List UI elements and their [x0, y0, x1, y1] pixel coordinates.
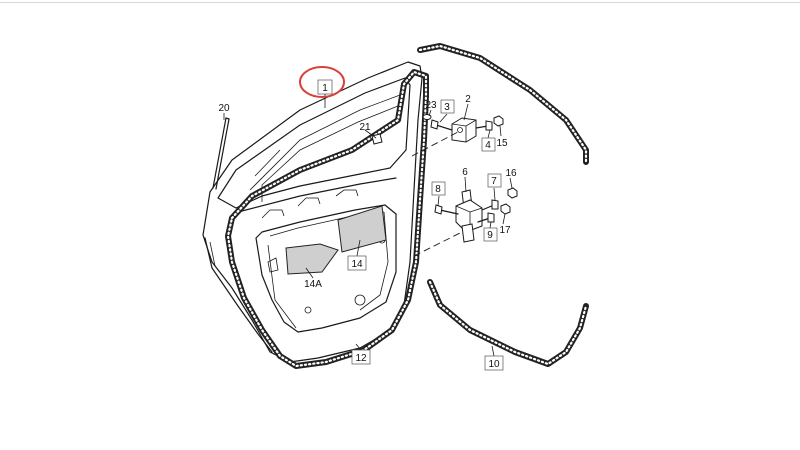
callout-nut-lower-top: 16: [505, 168, 517, 179]
label-plug: 23: [425, 100, 437, 111]
callout-trim-strip: 20: [218, 103, 230, 114]
callout-sound-pad-a: 14A: [304, 279, 322, 290]
callout-bolt-upper: 3: [440, 99, 455, 114]
sound-pad-a: [285, 243, 339, 275]
callout-plug: 23: [425, 100, 437, 111]
leader-lines: [223, 94, 513, 357]
sound-pads: [285, 205, 387, 275]
label-bolt-upper: 3: [444, 102, 450, 113]
callout-clip: 21: [359, 122, 371, 133]
label-bolt-lower-right: 7: [491, 176, 497, 187]
callout-nut-lower: 17: [499, 225, 511, 236]
clip: [371, 133, 383, 145]
label-clip: 21: [359, 122, 371, 133]
callout-body-seal: 10: [484, 355, 504, 371]
callout-bolt-lower-front: 9: [483, 227, 498, 242]
highlight-circle: [299, 66, 345, 98]
callout-bolt-lower-right: 7: [487, 173, 502, 188]
trim-strip: [212, 117, 230, 190]
label-hinge-lower: 6: [462, 167, 468, 178]
label-trim-strip: 20: [218, 103, 230, 114]
alignment-lines: [411, 131, 463, 257]
body-seal: [417, 43, 589, 367]
callout-hinge-upper: 2: [465, 94, 471, 105]
label-bolt-upper-right: 4: [485, 140, 491, 151]
label-door-panel: 1: [322, 83, 328, 94]
callout-bolt-lower-left: 8: [431, 181, 446, 196]
top-border-line: [0, 2, 800, 3]
label-sound-pad: 14: [351, 259, 363, 270]
label-sound-pad-a: 14A: [304, 279, 322, 290]
callout-nut-upper: 15: [496, 138, 508, 149]
label-body-seal: 10: [488, 359, 500, 370]
callout-door-panel: 1: [317, 79, 333, 95]
label-door-seal: 12: [355, 353, 367, 364]
lower-hinge-assembly: [434, 187, 518, 243]
label-nut-lower-top: 16: [505, 168, 517, 179]
callout-bolt-upper-right: 4: [481, 137, 496, 152]
upper-hinge-assembly: [422, 114, 504, 143]
callout-hinge-lower: 6: [462, 167, 468, 178]
callout-door-seal: 12: [351, 349, 371, 365]
label-nut-upper: 15: [496, 138, 508, 149]
callout-sound-pad: 14: [347, 255, 367, 271]
label-bolt-lower-left: 8: [435, 184, 441, 195]
label-hinge-upper: 2: [465, 94, 471, 105]
label-nut-lower: 17: [499, 225, 511, 236]
label-bolt-lower-front: 9: [487, 230, 493, 241]
sound-pad: [337, 205, 387, 253]
door-seal: [225, 69, 429, 369]
